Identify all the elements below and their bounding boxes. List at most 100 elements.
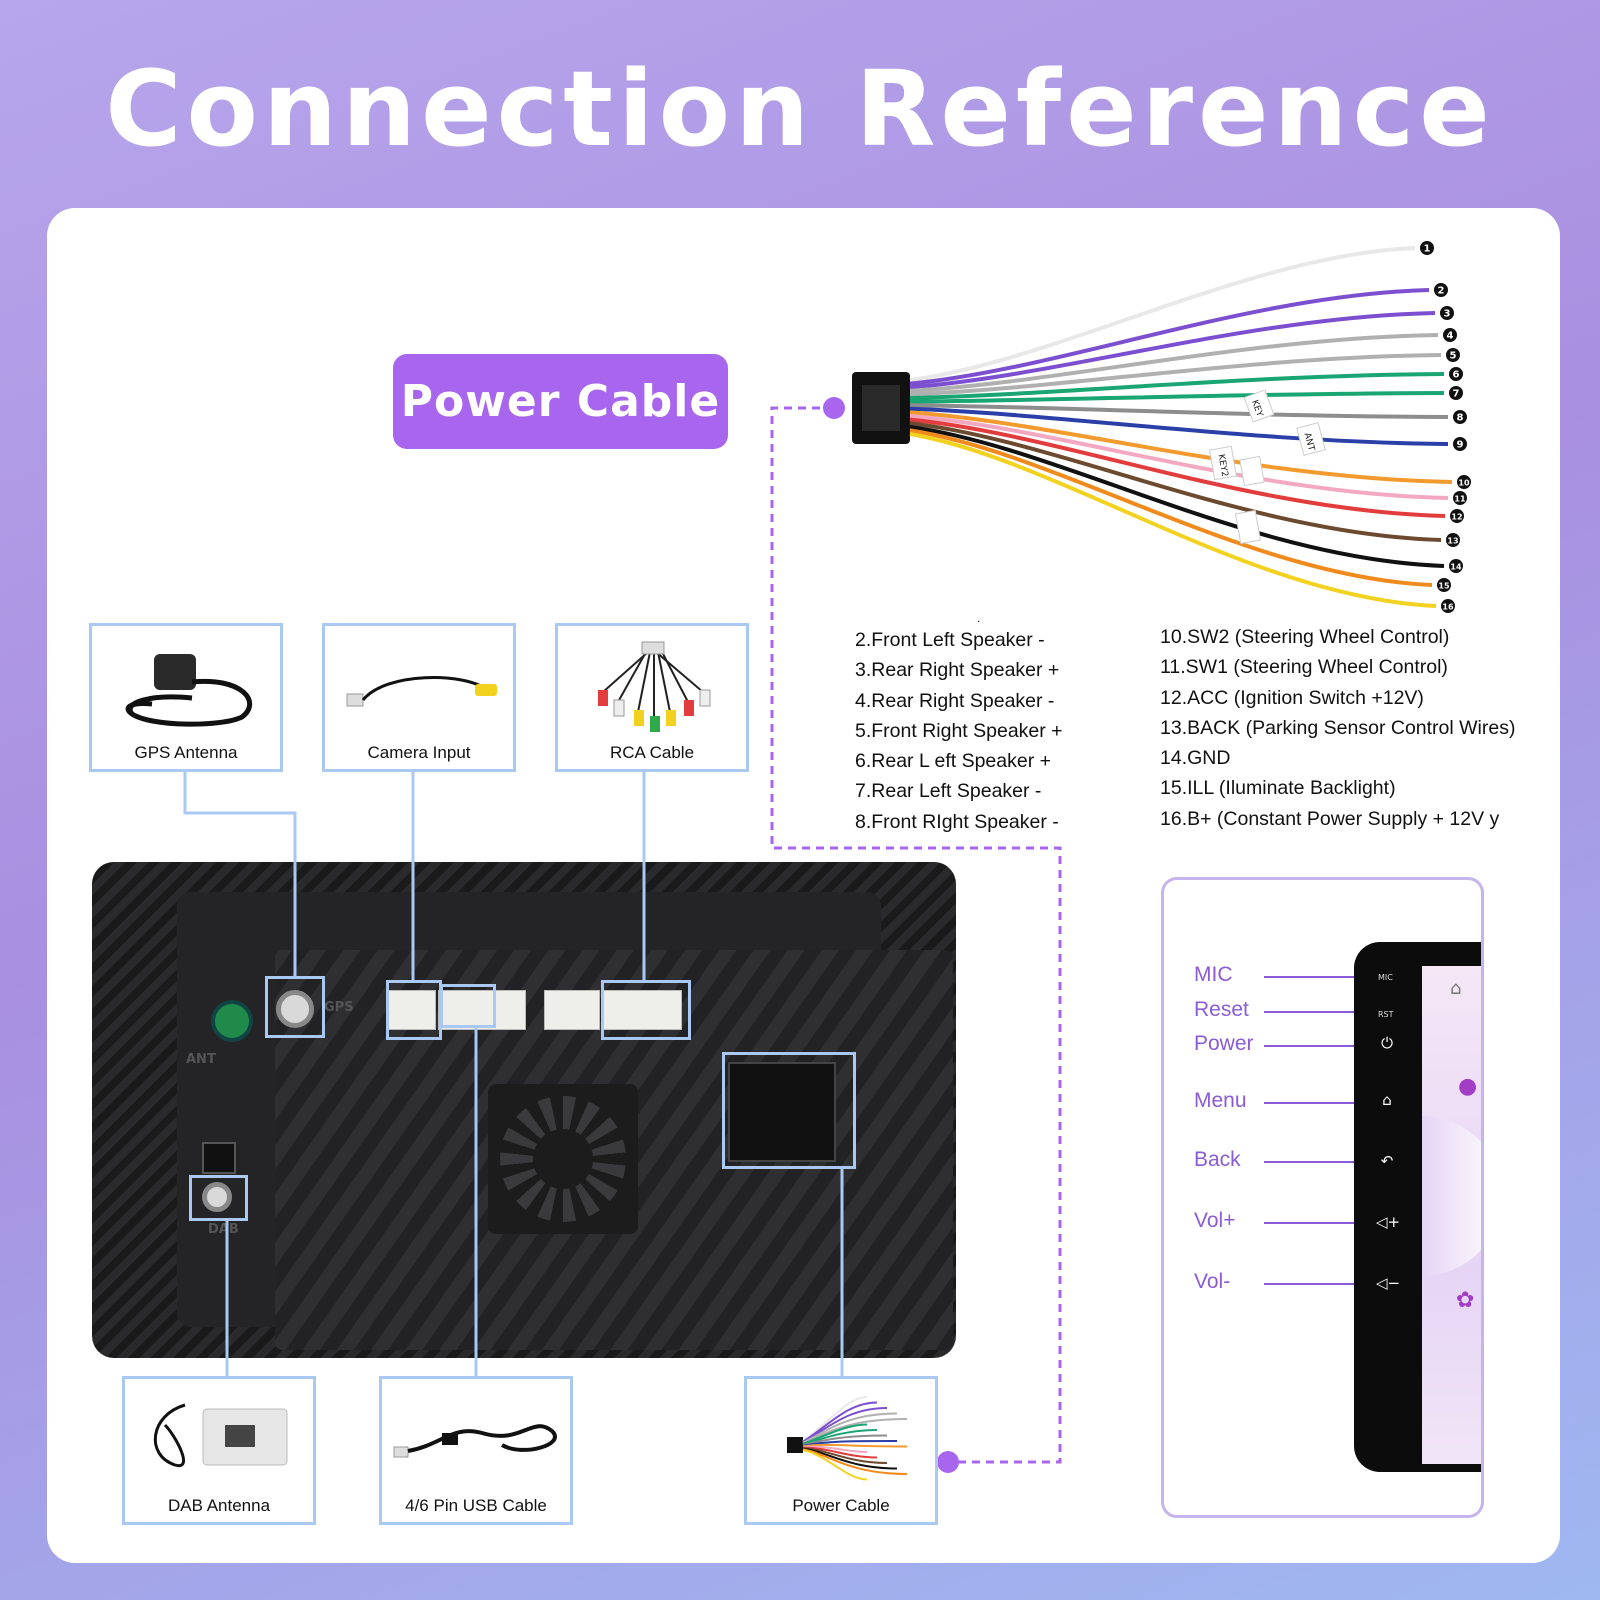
wire-list-item: 2.Front Left Speaker - <box>855 629 1045 651</box>
rca-cable-icon <box>598 641 711 732</box>
wire-list-left-mark: . <box>977 611 981 625</box>
wire-list-item: 5.Front Right Speaker + <box>855 719 1063 742</box>
bezel-mic-mark: MIC <box>1378 973 1393 982</box>
pin-number-badge <box>1420 241 1434 255</box>
wire-list-item: 10.SW2 (Steering Wheel Control) <box>1160 626 1450 648</box>
pin-number-badge <box>1449 386 1463 400</box>
power-cable-badge: Power Cable <box>393 354 728 449</box>
pin-number: 4 <box>1447 331 1454 342</box>
button-line <box>1264 1283 1354 1285</box>
wire-tags: KEY ANT KEY2 <box>1208 389 1326 545</box>
camera-cable-icon <box>346 676 497 707</box>
pin-number: 13 <box>1447 537 1458 546</box>
pin-number-badge <box>1437 578 1451 592</box>
power-icon: ⏻ <box>1381 1034 1393 1052</box>
button-line <box>1264 1222 1354 1224</box>
home-icon: ⌂ <box>1382 1091 1392 1109</box>
wire-tag-ant <box>1296 422 1326 456</box>
cooling-fan <box>488 1084 638 1234</box>
mini-harness-wire <box>802 1449 868 1481</box>
front-buttons-panel: ⌂ ● ✿ MIC RST MIC Reset Power ⏻ Menu ⌂ B… <box>1161 877 1484 1518</box>
button-label-menu: Menu <box>1194 1089 1247 1112</box>
dab-jack <box>202 1182 232 1212</box>
gps-jack <box>276 990 314 1028</box>
ant-connector <box>211 1000 253 1042</box>
power-socket <box>728 1062 836 1162</box>
harness-wire <box>909 372 1445 400</box>
mini-harness-wire <box>802 1448 908 1475</box>
power-port-highlight <box>722 1052 856 1169</box>
rca-cable-label: RCA Cable <box>609 743 695 762</box>
pin-number: 5 <box>1450 351 1457 362</box>
harness-wire <box>909 432 1437 608</box>
page-title: Connection Reference <box>105 48 1495 170</box>
power-cable-box: Power Cable <box>744 1376 938 1525</box>
wire-tag-blank-2 <box>1234 509 1262 545</box>
harness-wire <box>909 391 1445 404</box>
button-line <box>1264 1102 1354 1104</box>
button-line <box>1264 1011 1354 1013</box>
rca-cable-box: RCA Cable <box>555 623 749 772</box>
wire-tag-key <box>1243 389 1275 423</box>
pin-number-badge <box>1440 306 1454 320</box>
connector-usb-a <box>388 990 436 1030</box>
button-label-power: Power <box>1194 1032 1254 1055</box>
gps-antenna-icon <box>125 654 253 727</box>
back-icon: ↶ <box>1380 1152 1394 1170</box>
mini-harness-wire <box>802 1440 898 1447</box>
home-screen-icon: ⌂ <box>1450 978 1462 999</box>
mini-harness-wire <box>802 1445 868 1453</box>
mini-harness-wire <box>802 1412 898 1444</box>
wire-list-item: 3.Rear Right Speaker + <box>855 659 1060 682</box>
wire-group <box>909 246 1453 608</box>
gps-port-highlight <box>265 976 325 1038</box>
pin-number: 14 <box>1450 563 1462 572</box>
pin-number-badge <box>1434 283 1448 297</box>
harness-wire <box>909 410 1453 484</box>
usb-cable-label: 4/6 Pin USB Cable <box>405 1496 547 1515</box>
wire-list-item: 6.Rear L eft Speaker + <box>855 750 1052 773</box>
mini-harness-wire <box>802 1443 908 1448</box>
wire-tag-blank-1 <box>1239 455 1265 487</box>
pin-number: 7 <box>1453 389 1460 400</box>
button-label-mic: MIC <box>1194 963 1233 986</box>
pin-number: 10 <box>1458 479 1470 488</box>
harness-wire <box>909 406 1449 446</box>
power-cable-icon <box>787 1396 908 1481</box>
mini-harness-wire <box>802 1447 888 1464</box>
button-label-reset: Reset <box>1194 998 1249 1021</box>
pin-number-badge <box>1443 328 1457 342</box>
connector-rca <box>602 990 682 1030</box>
harness-wire <box>909 333 1439 393</box>
harness-wire <box>909 311 1436 390</box>
harness-wire <box>909 421 1442 542</box>
pin-number: 9 <box>1457 440 1464 451</box>
harness-wire <box>909 288 1430 386</box>
settings-icon: ✿ <box>1456 1288 1475 1313</box>
connector-usb-b <box>438 990 526 1030</box>
wire-list-item: 15.ILL (Iluminate Backlight) <box>1160 777 1396 800</box>
pin-number-badge <box>1450 509 1464 523</box>
usb-cable-box: 4/6 Pin USB Cable <box>379 1376 573 1525</box>
camera-port-highlight <box>386 980 442 1040</box>
button-label-vol-up: Vol+ <box>1194 1209 1236 1232</box>
wire-list-right: 10.SW2 (Steering Wheel Control) 11.SW1 (… <box>1160 622 1515 834</box>
dab-antenna-icon <box>153 1403 288 1468</box>
wire-list-left: . 2.Front Left Speaker - 3.Rear Right Sp… <box>855 611 1063 837</box>
location-icon: ● <box>1458 1074 1478 1099</box>
camera-input-label: Camera Input <box>367 743 471 762</box>
harness-wire <box>909 353 1442 397</box>
dab-antenna-label: DAB Antenna <box>167 1496 271 1515</box>
connector-aux <box>544 990 600 1030</box>
pin-number-badge <box>1449 559 1463 573</box>
wire-list-item: 11.SW1 (Steering Wheel Control) <box>1160 656 1448 679</box>
button-label-back: Back <box>1194 1148 1241 1171</box>
mini-harness-wire <box>802 1423 868 1445</box>
harness-wire <box>909 417 1446 518</box>
harness-wire <box>909 428 1433 587</box>
optical-port <box>202 1142 236 1174</box>
gps-mark: GPS <box>324 1000 354 1015</box>
harness-connector-slot <box>862 385 900 431</box>
